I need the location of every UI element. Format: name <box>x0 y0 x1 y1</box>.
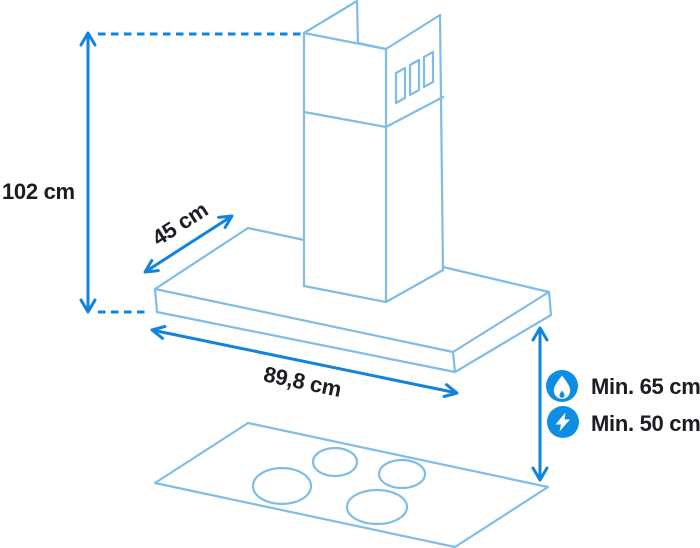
burner-circle <box>251 466 313 506</box>
burner-circle <box>345 488 409 526</box>
burner-circle <box>377 458 427 490</box>
vent-slot <box>394 66 407 105</box>
width-arrow-line <box>153 329 456 394</box>
electric-badge <box>547 406 579 438</box>
lightning-bolt-icon <box>555 412 570 432</box>
depth-label: 45 cm <box>148 197 213 251</box>
burner-circle <box>311 446 359 478</box>
depth-arrowhead-lower <box>143 259 160 274</box>
width-arrowhead-right <box>442 383 459 398</box>
width-arrowhead-left <box>150 325 167 340</box>
depth-arrowhead-upper <box>217 214 234 229</box>
gas-clearance-label: Min. 65 cm <box>591 374 700 399</box>
electric-clearance-label: Min. 50 cm <box>591 411 700 436</box>
vent-slot <box>422 50 435 89</box>
clearance-dimension <box>531 326 549 482</box>
hood-canopy-outline <box>153 226 553 374</box>
height-dimension <box>79 31 302 314</box>
clearance-arrowhead-top <box>531 326 549 342</box>
cooktop-surface <box>153 421 550 548</box>
chimney-section-seam <box>302 95 445 129</box>
width-dimension <box>150 325 459 398</box>
depth-dimension <box>143 214 234 274</box>
chimney-duct-outline <box>302 0 445 304</box>
flame-icon-inner-hole <box>559 390 565 398</box>
gas-badge <box>546 370 578 402</box>
canopy-top-face-right <box>153 265 551 354</box>
height-arrowhead-top <box>79 31 97 47</box>
flame-icon <box>553 375 571 399</box>
vent-slots <box>394 50 435 105</box>
canopy-front-corner-edge <box>451 350 457 374</box>
chimney-base-edge <box>302 268 445 304</box>
canopy-left-corner-edge <box>153 287 159 314</box>
height-label: 102 cm <box>2 179 75 204</box>
vent-slot <box>408 58 421 97</box>
clearance-arrowhead-bottom <box>531 466 549 482</box>
height-arrowhead-bottom <box>79 298 97 314</box>
depth-arrow-line <box>146 216 231 272</box>
chimney-right-edge <box>438 13 445 272</box>
canopy-top-face-left <box>153 226 306 291</box>
cooktop-outline <box>153 421 550 548</box>
canopy-right-corner-edge <box>547 290 553 317</box>
canopy-bottom-edge <box>155 310 553 374</box>
